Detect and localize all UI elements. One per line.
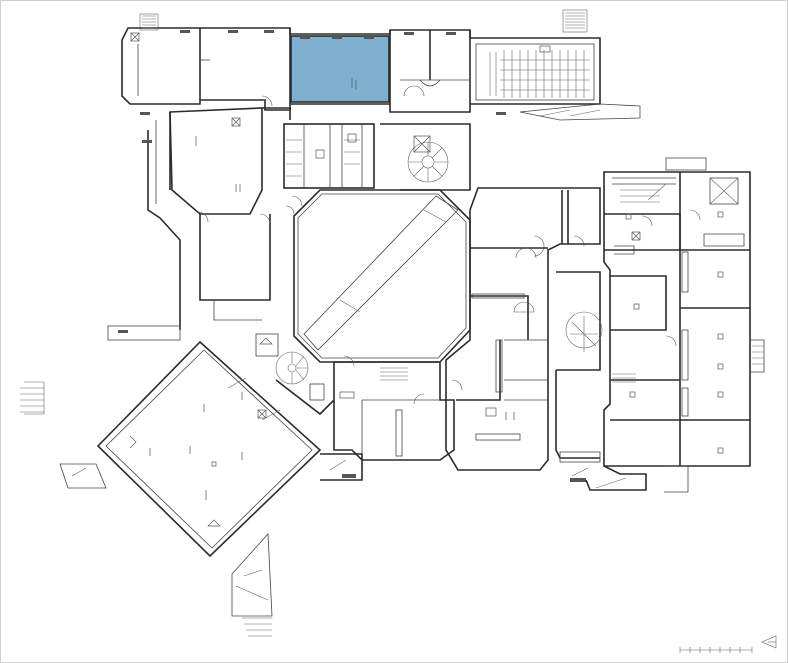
spiral-stair-east <box>555 271 603 482</box>
east-wing <box>585 157 765 493</box>
east-center-block <box>445 187 601 471</box>
north-ramp <box>519 103 641 121</box>
scale-bar-icon <box>679 647 753 653</box>
highlighted-room[interactable] <box>290 35 390 103</box>
toilet-block <box>283 123 375 189</box>
west-block <box>107 107 291 341</box>
lecture-hall <box>475 43 595 101</box>
north-arrow-icon <box>761 635 777 649</box>
southwest-hall <box>96 333 335 558</box>
north-wing <box>121 9 601 115</box>
spiral-stair-north <box>380 123 471 191</box>
doors <box>197 85 463 405</box>
central-court <box>293 189 471 363</box>
highlighted-room-details <box>300 36 374 90</box>
south-central-block <box>320 361 455 481</box>
exterior-stairs <box>20 381 273 637</box>
